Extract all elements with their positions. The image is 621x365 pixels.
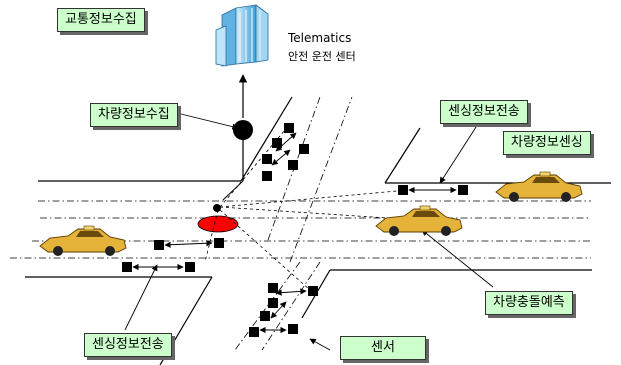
sensor-icon: [299, 144, 309, 154]
label-vehicle-sensing: 차량정보센싱: [503, 131, 591, 155]
sensor-icon: [268, 283, 278, 293]
sensor-icon: [122, 262, 132, 272]
callout-arrows: [124, 113, 494, 351]
transmission-arrows: [132, 132, 457, 334]
signal-lines: [204, 129, 419, 291]
sensor-icon: [268, 298, 278, 308]
road-edges: [25, 96, 611, 365]
label-collision-predict: 차량충돌예측: [485, 291, 573, 315]
sensor-icon: [214, 238, 224, 248]
sensor-icon: [262, 171, 272, 181]
sensor-icon: [249, 327, 259, 337]
label-sensing-tx-bottom: 센싱정보전송: [84, 333, 172, 357]
label-vehicle-collect: 차량정보수집: [90, 103, 178, 127]
sensor-icon: [154, 240, 164, 250]
taxi-icon: [495, 171, 583, 202]
sensor-icon: [308, 286, 318, 296]
camera-node-icon: [213, 204, 221, 212]
sensor-icon: [185, 262, 195, 272]
sensor-icon: [262, 154, 272, 164]
sensor-icon: [398, 185, 408, 195]
sensor-icon: [288, 324, 298, 334]
roadside-unit: [222, 120, 253, 201]
lane-markings: [10, 96, 591, 351]
label-sensing-tx-top: 센싱정보전송: [440, 100, 528, 124]
telematics-building-icon: [215, 4, 269, 67]
center-name: Telematics: [288, 31, 352, 45]
center-subtitle: 안전 운전 센터: [288, 50, 356, 63]
taxi-icon: [375, 205, 463, 236]
sensor-icon: [458, 185, 468, 195]
label-traffic-collect: 교통정보수집: [57, 8, 145, 32]
sensor-icon: [284, 123, 294, 133]
label-sensor: 센서: [340, 336, 426, 360]
collector-node-icon: [233, 120, 253, 140]
sensor-icon: [260, 311, 270, 321]
taxi-icon: [39, 225, 127, 256]
detection-zone: [197, 215, 239, 233]
sensor-icon: [288, 160, 298, 170]
